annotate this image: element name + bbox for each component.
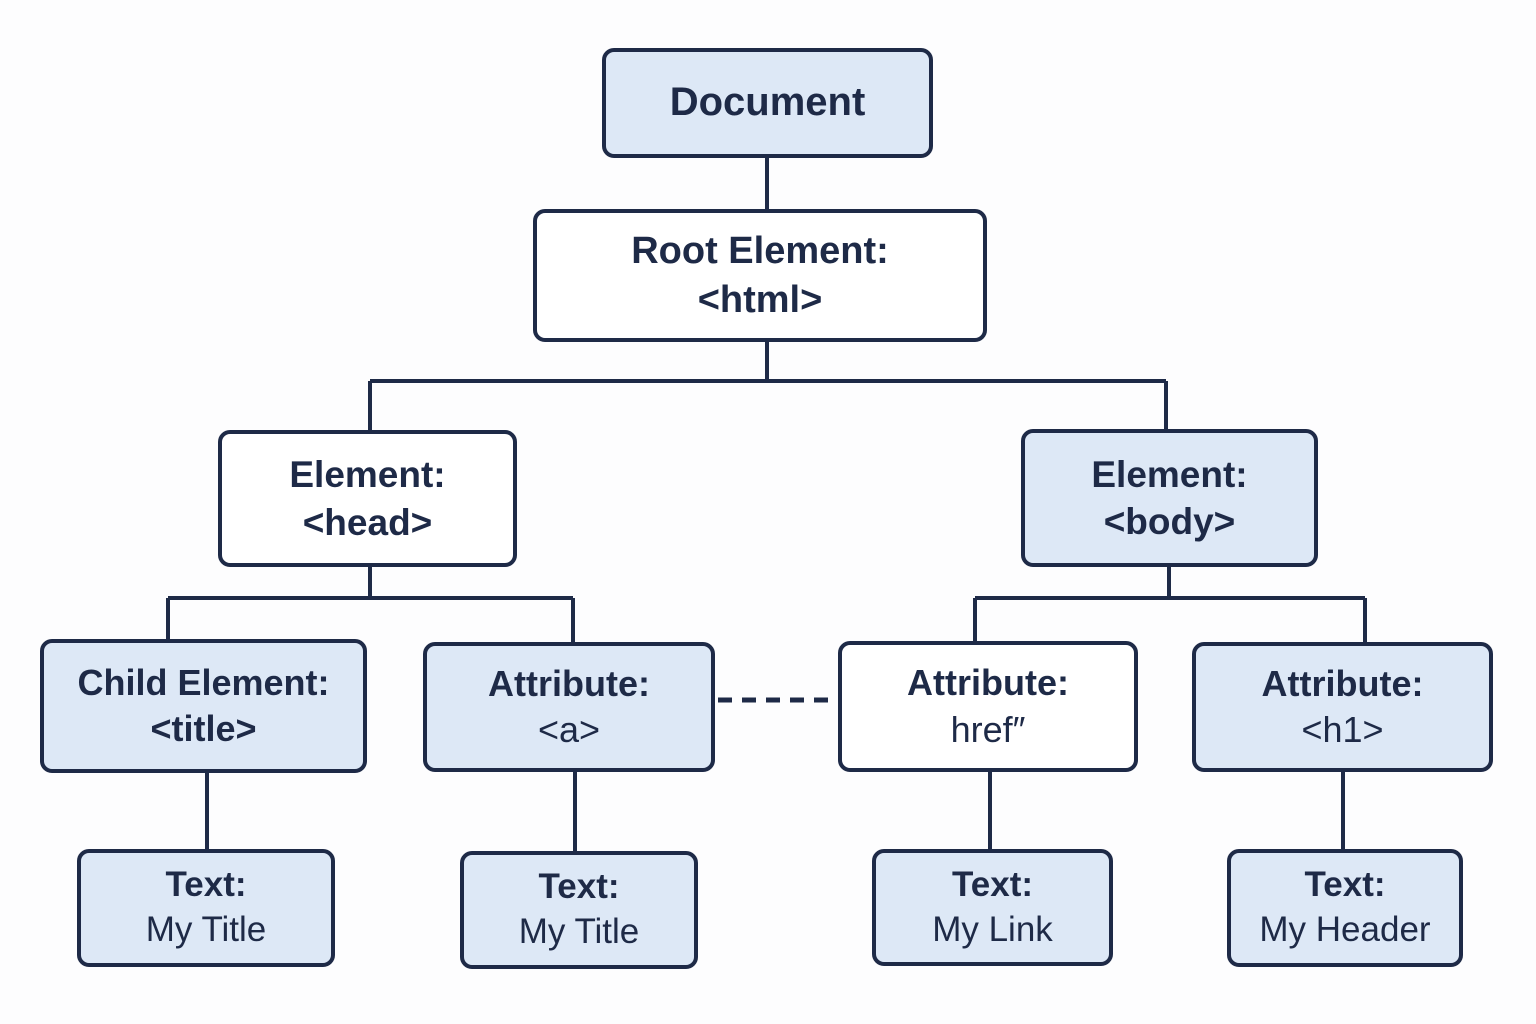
node-h1-tag: <h1> — [1301, 709, 1384, 750]
node-head-label: Element: — [289, 454, 446, 496]
node-text4-label: Text: — [1304, 865, 1386, 905]
node-element-body: Element: <body> — [1021, 429, 1318, 567]
node-document: Document — [602, 48, 933, 158]
node-href-value: href″ — [950, 708, 1026, 750]
node-text2-label: Text: — [538, 867, 620, 907]
node-child-element-title: Child Element: <title> — [40, 639, 367, 773]
node-anchor-label: Attribute: — [488, 662, 650, 704]
node-text-my-link: Text: My Link — [872, 849, 1113, 966]
node-root-tag: <html> — [697, 278, 823, 321]
node-title-tag: <title> — [150, 708, 257, 749]
node-anchor-tag: <a> — [537, 709, 601, 750]
node-text1-label: Text: — [165, 865, 247, 905]
node-element-head: Element: <head> — [218, 430, 517, 567]
node-text-my-title-2: Text: My Title — [460, 851, 698, 969]
node-body-tag: <body> — [1103, 501, 1236, 542]
node-text-my-title-1: Text: My Title — [77, 849, 335, 967]
node-document-label: Document — [669, 80, 866, 125]
node-attribute-h1: Attribute: <h1> — [1192, 642, 1493, 772]
node-text1-value: My Title — [145, 910, 267, 949]
node-text3-value: My Link — [932, 909, 1053, 949]
node-body-label: Element: — [1091, 453, 1248, 495]
node-head-tag: <head> — [302, 501, 433, 543]
node-attribute-a: Attribute: <a> — [423, 642, 715, 772]
node-text2-value: My Title — [518, 912, 640, 951]
node-title-label: Child Element: — [77, 661, 330, 703]
node-text-my-header: Text: My Header — [1227, 849, 1463, 967]
node-href-label: Attribute: — [907, 662, 1069, 704]
node-h1-label: Attribute: — [1261, 662, 1424, 704]
node-text3-label: Text: — [951, 864, 1034, 904]
node-attribute-href: Attribute: href″ — [838, 641, 1138, 772]
node-text4-value: My Header — [1259, 910, 1431, 949]
node-root-element-html: Root Element: <html> — [533, 209, 987, 342]
node-root-label: Root Element: — [631, 229, 889, 272]
